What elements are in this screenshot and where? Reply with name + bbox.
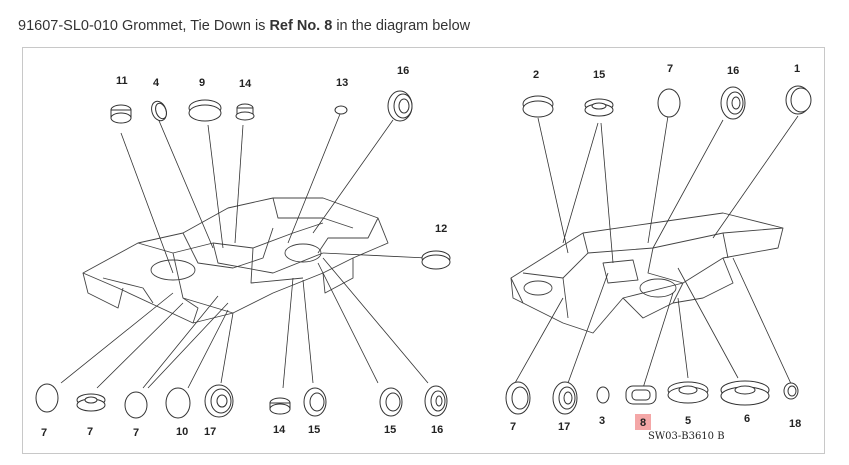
- left-top-grommets: [110, 90, 451, 270]
- grommet-14b-icon: [269, 397, 291, 415]
- label-12: 12: [435, 223, 447, 235]
- right-leader-lines: [514, 115, 799, 389]
- caption-suffix: in the diagram below: [332, 18, 471, 34]
- grommet-15c-icon: [584, 98, 614, 117]
- grommet-7b-icon: [76, 393, 106, 412]
- grommet-16-icon: [387, 90, 413, 122]
- label-7c: 7: [133, 427, 139, 439]
- left-car-body: [82, 197, 389, 324]
- grommet-13-icon: [334, 105, 348, 115]
- right-labels: 2 15 7 16 1 7 17 3 8 5 6 18: [510, 63, 801, 433]
- grommet-5-icon: [667, 381, 709, 404]
- grommet-2-icon: [522, 95, 554, 118]
- grommet-10-icon: [165, 387, 191, 419]
- grommet-15b-icon: [379, 387, 403, 417]
- label-9: 9: [199, 77, 205, 89]
- caption-ref: Ref No. 8: [269, 18, 333, 34]
- label-17: 17: [204, 426, 216, 438]
- label-15b: 15: [384, 424, 396, 436]
- label-5: 5: [685, 415, 691, 427]
- label-15a: 15: [308, 424, 320, 436]
- grommet-17-icon: [204, 384, 234, 418]
- label-7d: 7: [667, 63, 673, 75]
- grommet-3-icon: [596, 386, 610, 404]
- right-bottom-grommets: [505, 380, 799, 415]
- grommet-7a-icon: [35, 383, 59, 413]
- diagram-code: SW03-B3610 B: [648, 431, 725, 442]
- right-car-body: [510, 212, 784, 334]
- grommet-7d-icon: [657, 88, 681, 118]
- left-bottom-grommets: [35, 383, 448, 419]
- label-16: 16: [397, 65, 409, 77]
- label-1: 1: [794, 63, 800, 75]
- grommet-16c-icon: [720, 86, 746, 120]
- label-16b: 16: [431, 424, 443, 436]
- label-15c: 15: [593, 69, 605, 81]
- grommet-4-icon: [151, 100, 167, 122]
- label-6: 6: [744, 413, 750, 425]
- label-18: 18: [789, 418, 801, 430]
- grommet-9-icon: [188, 99, 222, 122]
- grommet-8-icon: [625, 385, 657, 405]
- label-13: 13: [336, 77, 348, 89]
- label-11: 11: [116, 75, 128, 87]
- label-7e: 7: [510, 421, 516, 433]
- grommet-18-icon: [783, 382, 799, 400]
- parts-diagram-frame: 11 4 9 14 13 16 12 7 7 7 10 17 14 15 15 …: [22, 47, 825, 454]
- right-top-grommets: [522, 85, 812, 120]
- grommet-16b-icon: [424, 385, 448, 417]
- grommet-17b-icon: [552, 381, 578, 415]
- label-3: 3: [599, 415, 605, 427]
- label-16c: 16: [727, 65, 739, 77]
- grommet-12-icon: [421, 250, 451, 270]
- parts-diagram: 11 4 9 14 13 16 12 7 7 7 10 17 14 15 15 …: [35, 63, 812, 442]
- label-10: 10: [176, 426, 188, 438]
- caption-part: 91607-SL0-010 Grommet, Tie Down is: [18, 18, 270, 34]
- label-7a: 7: [41, 427, 47, 439]
- grommet-6-icon: [720, 380, 770, 406]
- grommet-14-icon: [235, 103, 255, 121]
- grommet-7e-icon: [505, 381, 531, 415]
- label-7b: 7: [87, 426, 93, 438]
- grommet-15a-icon: [303, 387, 327, 417]
- left-leader-lines: [60, 113, 429, 389]
- ref-8-highlight: [635, 414, 651, 430]
- label-14: 14: [239, 78, 252, 90]
- left-labels: 11 4 9 14 13 16 12 7 7 7 10 17 14 15 15 …: [41, 65, 447, 439]
- grommet-7c-icon: [124, 391, 148, 419]
- label-8: 8: [640, 417, 646, 429]
- grommet-1-icon: [785, 85, 812, 115]
- label-4: 4: [153, 77, 160, 89]
- label-2: 2: [533, 69, 539, 81]
- label-17b: 17: [558, 421, 570, 433]
- label-14b: 14: [273, 424, 286, 436]
- caption: 91607-SL0-010 Grommet, Tie Down is Ref N…: [18, 16, 470, 36]
- grommet-11-icon: [110, 104, 132, 124]
